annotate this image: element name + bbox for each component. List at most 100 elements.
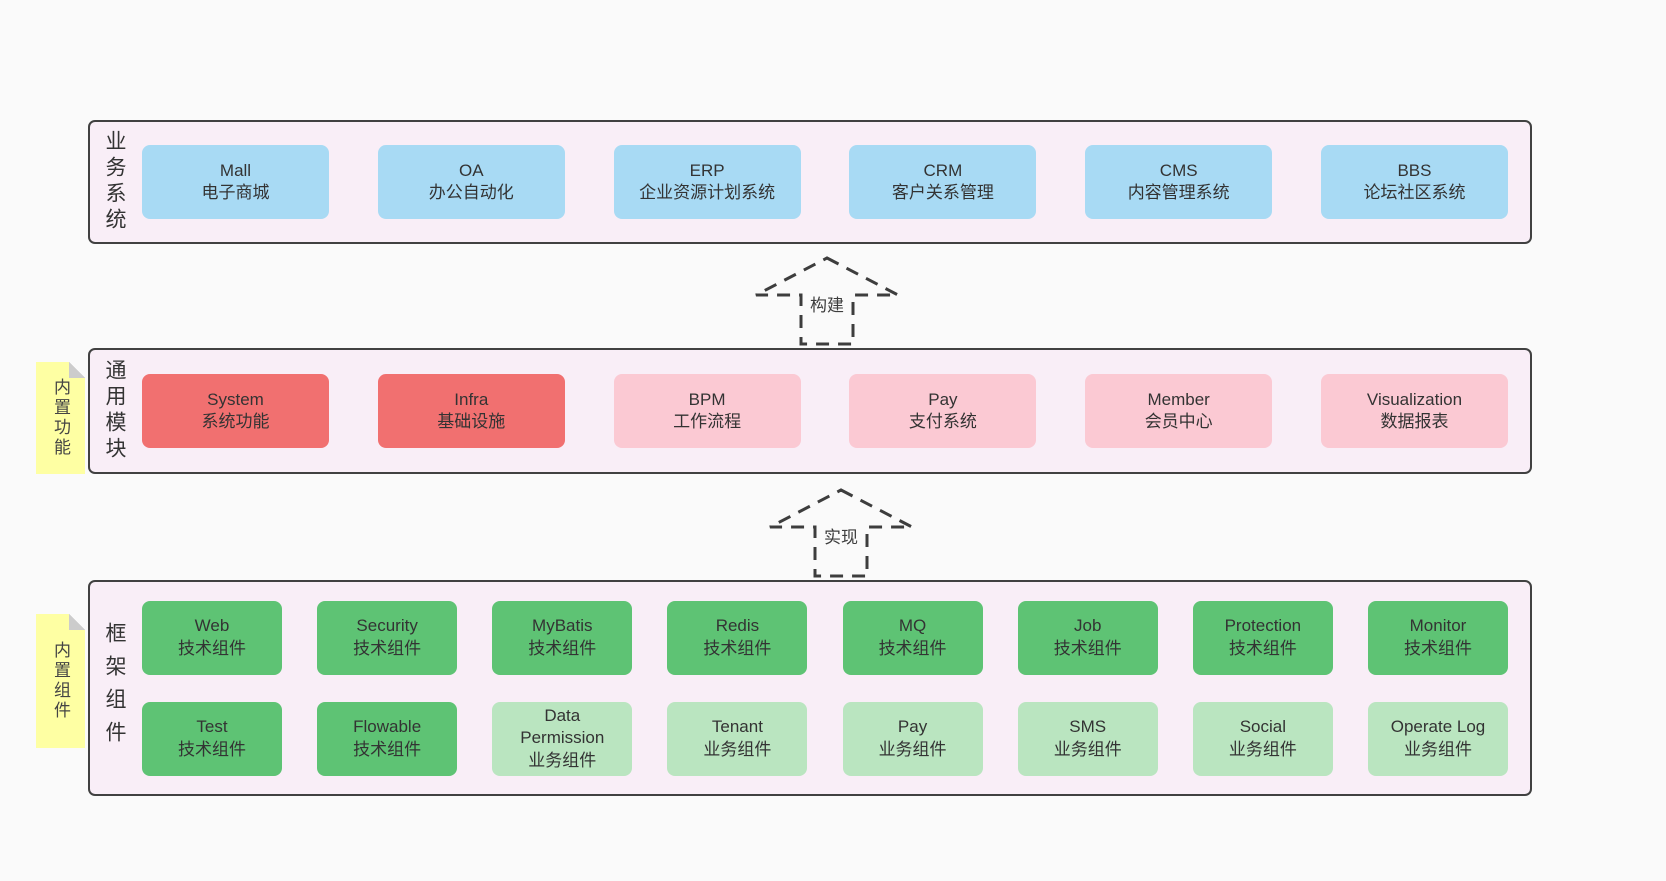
box-subtitle: 技术组件 <box>1228 638 1297 658</box>
box-title: Member <box>1147 389 1210 409</box>
box-title: Protection <box>1224 616 1302 636</box>
box-title: Data Permission <box>520 705 605 748</box>
box-subtitle: 技术组件 <box>878 638 947 658</box>
box-subtitle: 业务组件 <box>1403 739 1472 759</box>
box-pay-component[interactable]: Pay 业务组件 <box>842 701 983 776</box>
box-security[interactable]: Security 技术组件 <box>317 600 458 675</box>
box-subtitle: 基础设施 <box>437 412 506 431</box>
box-monitor[interactable]: Monitor 技术组件 <box>1367 600 1508 675</box>
box-visualization[interactable]: Visualization 数据报表 <box>1320 374 1508 448</box>
box-mall[interactable]: Mall 电子商城 <box>142 145 329 219</box>
box-title: SMS <box>1069 717 1107 737</box>
box-subtitle: 技术组件 <box>178 638 246 658</box>
box-member[interactable]: Member 会员中心 <box>1085 374 1273 448</box>
up-arrow-icon <box>769 488 913 578</box>
box-title: Security <box>356 616 418 636</box>
box-title: CRM <box>923 160 963 180</box>
box-title: Infra <box>454 389 489 409</box>
sticky-note-builtin-components: 内置组件 <box>36 614 85 748</box>
layer-label-modules: 通用模块 <box>103 359 126 463</box>
box-title: Flowable <box>353 717 422 737</box>
box-subtitle: 技术组件 <box>178 739 246 759</box>
box-subtitle: 办公自动化 <box>428 183 514 202</box>
box-subtitle: 数据报表 <box>1380 412 1449 431</box>
box-subtitle: 业务组件 <box>1228 739 1297 759</box>
box-subtitle: 技术组件 <box>1053 638 1122 658</box>
box-title: Tenant <box>711 717 763 737</box>
box-subtitle: 业务组件 <box>528 750 597 770</box>
layer-label-business: 业务系统 <box>103 130 126 234</box>
box-web[interactable]: Web 技术组件 <box>142 600 282 675</box>
sticky-note-text: 内置组件 <box>51 641 70 721</box>
box-flowable[interactable]: Flowable 技术组件 <box>317 701 458 776</box>
box-subtitle: 技术组件 <box>353 638 422 658</box>
arrow-build: 构建 <box>752 254 902 348</box>
box-title: Redis <box>715 616 760 636</box>
box-subtitle: 系统功能 <box>201 412 270 431</box>
box-operate-log[interactable]: Operate Log 业务组件 <box>1367 701 1508 776</box>
layer-label-components: 框架组件 <box>103 622 126 754</box>
box-title: MyBatis <box>532 616 593 636</box>
box-oa[interactable]: OA 办公自动化 <box>377 145 565 219</box>
box-subtitle: 会员中心 <box>1144 412 1213 431</box>
box-mybatis[interactable]: MyBatis 技术组件 <box>492 600 633 675</box>
box-title: Web <box>194 616 230 636</box>
box-test[interactable]: Test 技术组件 <box>142 701 282 776</box>
box-title: MQ <box>898 616 927 636</box>
box-cms[interactable]: CMS 内容管理系统 <box>1085 145 1273 219</box>
box-pay-system[interactable]: Pay 支付系统 <box>849 374 1037 448</box>
box-crm[interactable]: CRM 客户关系管理 <box>849 145 1037 219</box>
box-data-permission[interactable]: Data Permission 业务组件 <box>492 701 633 776</box>
box-bpm[interactable]: BPM 工作流程 <box>613 374 801 448</box>
arrow-build-label: 构建 <box>806 290 848 317</box>
box-title: CMS <box>1159 160 1198 180</box>
box-subtitle: 电子商城 <box>201 183 270 202</box>
box-redis[interactable]: Redis 技术组件 <box>667 600 808 675</box>
box-subtitle: 业务组件 <box>703 739 772 759</box>
box-subtitle: 支付系统 <box>908 412 977 431</box>
box-title: Mall <box>219 160 252 180</box>
box-system[interactable]: System 系统功能 <box>142 374 329 448</box>
box-infra[interactable]: Infra 基础设施 <box>377 374 565 448</box>
box-subtitle: 技术组件 <box>703 638 772 658</box>
box-title: Operate Log <box>1390 717 1486 737</box>
box-erp[interactable]: ERP 企业资源计划系统 <box>613 145 801 219</box>
box-title: Job <box>1073 616 1102 636</box>
layer-framework-components: 框架组件 Web 技术组件 Security 技术组件 MyBatis 技术组件… <box>88 580 1532 796</box>
box-job[interactable]: Job 技术组件 <box>1017 600 1158 675</box>
box-subtitle: 业务组件 <box>1053 739 1122 759</box>
box-protection[interactable]: Protection 技术组件 <box>1192 600 1333 675</box>
box-subtitle: 技术组件 <box>353 739 422 759</box>
module-boxes: System 系统功能 Infra 基础设施 BPM 工作流程 Pay 支付系统… <box>142 374 1508 448</box>
arrow-implement-label: 实现 <box>820 522 862 549</box>
component-row-business: Test 技术组件 Flowable 技术组件 Data Permission … <box>142 701 1508 776</box>
component-row-tech: Web 技术组件 Security 技术组件 MyBatis 技术组件 Redi… <box>142 600 1508 675</box>
folded-corner-icon <box>69 362 85 378</box>
box-subtitle: 技术组件 <box>1403 638 1472 658</box>
box-title: Monitor <box>1409 616 1467 636</box>
box-title: Pay <box>928 389 958 409</box>
box-title: OA <box>459 160 484 180</box>
box-subtitle: 论坛社区系统 <box>1363 183 1466 202</box>
box-title: Visualization <box>1366 389 1463 409</box>
box-subtitle: 企业资源计划系统 <box>639 183 776 202</box>
box-title: Social <box>1239 717 1286 737</box>
box-title: BBS <box>1397 160 1432 180</box>
up-arrow-icon <box>755 256 899 346</box>
box-subtitle: 客户关系管理 <box>891 183 994 202</box>
sticky-note-builtin-features: 内置功能 <box>36 362 85 474</box>
box-title: ERP <box>689 160 725 180</box>
box-subtitle: 内容管理系统 <box>1127 183 1230 202</box>
box-subtitle: 业务组件 <box>878 739 947 759</box>
sticky-note-text: 内置功能 <box>51 378 70 458</box>
box-social[interactable]: Social 业务组件 <box>1192 701 1333 776</box>
box-mq[interactable]: MQ 技术组件 <box>842 600 983 675</box>
box-title: BPM <box>688 389 726 409</box>
box-subtitle: 技术组件 <box>528 638 597 658</box>
component-rows: Web 技术组件 Security 技术组件 MyBatis 技术组件 Redi… <box>142 600 1508 776</box>
box-title: Test <box>196 717 228 737</box>
box-tenant[interactable]: Tenant 业务组件 <box>667 701 808 776</box>
box-sms[interactable]: SMS 业务组件 <box>1017 701 1158 776</box>
box-subtitle: 工作流程 <box>673 412 742 431</box>
box-bbs[interactable]: BBS 论坛社区系统 <box>1320 145 1508 219</box>
